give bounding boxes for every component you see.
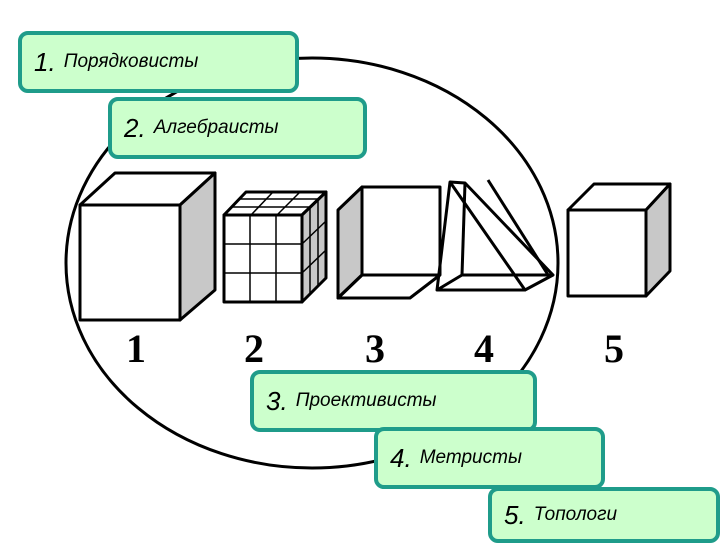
figure-number-4: 4 <box>474 326 494 371</box>
figure-3-projective-box <box>336 185 442 300</box>
figure-number-3: 3 <box>365 326 385 371</box>
figure-number-1: 1 <box>126 326 146 371</box>
label-box-2: 2. Алгебраисты <box>108 97 367 159</box>
label-text: Алгебраисты <box>153 117 279 138</box>
label-number: 1. <box>34 46 56 77</box>
label-box-3: 3. Проективисты <box>250 370 537 432</box>
figure-1-cube <box>78 171 217 322</box>
figure-5-cube <box>566 182 672 298</box>
label-text: Порядковисты <box>63 51 199 72</box>
label-box-1: 1. Порядковисты <box>18 31 299 93</box>
label-box-4: 4. Метристы <box>374 427 605 489</box>
label-number: 5. <box>504 499 526 530</box>
label-text: Топологи <box>533 504 618 525</box>
figure-number-2: 2 <box>244 326 264 371</box>
label-number: 3. <box>266 385 288 416</box>
label-number: 2. <box>124 112 146 143</box>
label-text: Метристы <box>419 447 522 468</box>
figure-number-5: 5 <box>604 326 624 371</box>
label-text: Проективисты <box>295 390 437 411</box>
label-number: 4. <box>390 442 412 473</box>
enclosing-ellipse <box>64 56 560 470</box>
figure-2-grid-cube <box>222 190 328 304</box>
figure-4-triangular-figure <box>435 179 555 292</box>
label-box-5: 5. Топологи <box>488 487 720 543</box>
